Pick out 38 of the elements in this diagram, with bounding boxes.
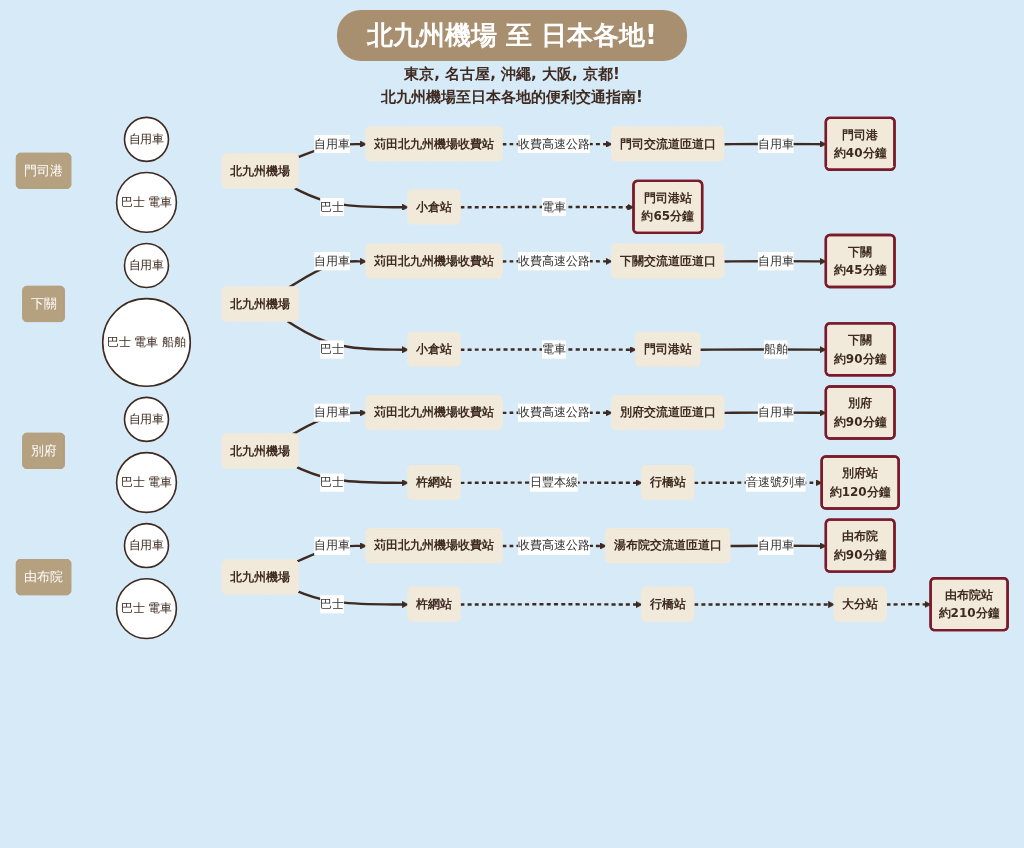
node-circle: 自用車 bbox=[123, 116, 170, 163]
arrow bbox=[694, 601, 835, 609]
edge-label: 電車 bbox=[541, 341, 566, 357]
node-circle: 巴士 電車 bbox=[115, 577, 178, 640]
arrow bbox=[294, 187, 409, 211]
edge-label: 自用車 bbox=[314, 538, 351, 553]
edge-label: 自用車 bbox=[757, 253, 794, 269]
edge-label: 巴士 bbox=[320, 199, 345, 214]
edge-label: 巴士 bbox=[320, 341, 345, 357]
arrow bbox=[296, 466, 409, 487]
edge-label: 自用車 bbox=[314, 405, 351, 420]
edge-label: 自用車 bbox=[757, 136, 794, 151]
edge-label: 收費高速公路 bbox=[517, 538, 590, 553]
arrow bbox=[460, 346, 637, 354]
edge-label: 船舶 bbox=[763, 341, 788, 357]
arrow bbox=[286, 320, 409, 354]
edge-label: 電車 bbox=[541, 199, 566, 214]
edge-label: 巴士 bbox=[320, 475, 345, 490]
edge-label: 自用車 bbox=[757, 405, 794, 420]
edge-label: 收費高速公路 bbox=[517, 253, 590, 269]
node-circle: 巴士 電車 bbox=[115, 171, 178, 234]
subtitle-text: 東京, 名古屋, 沖繩, 大阪, 京都! bbox=[403, 65, 621, 84]
edge-label: 收費高速公路 bbox=[517, 405, 590, 420]
node-circle: 自用車 bbox=[123, 242, 170, 289]
edge-label: 收費高速公路 bbox=[517, 136, 590, 151]
node-circle: 巴士 電車 bbox=[115, 451, 178, 514]
edge-label: 自用車 bbox=[314, 136, 351, 151]
subtitle-text: 北九州機場至日本各地的便利交通指南! bbox=[380, 88, 644, 107]
node-circle: 自用車 bbox=[123, 522, 170, 569]
node-circle: 自用車 bbox=[123, 396, 170, 443]
edge-label: 音速號列車 bbox=[745, 475, 806, 490]
edge-label: 日豐本線 bbox=[529, 475, 578, 490]
edge-label: 自用車 bbox=[314, 253, 351, 269]
edge-label: 巴士 bbox=[320, 596, 345, 612]
title-banner: 北九州機場 至 日本各地! bbox=[337, 10, 687, 61]
edge-label: 自用車 bbox=[757, 538, 794, 553]
arrow bbox=[460, 601, 643, 609]
node-circle: 巴士 電車 船舶 bbox=[101, 297, 192, 387]
